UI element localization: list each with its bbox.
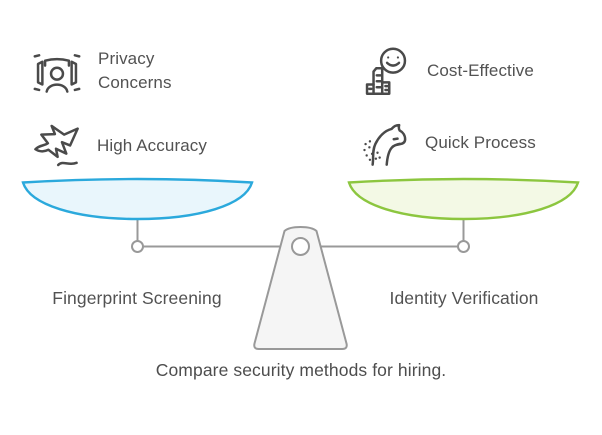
- feature-label: Cost-Effective: [427, 61, 534, 80]
- right-pan-label: Identity Verification: [389, 288, 539, 308]
- feature-cost-effective: Cost-Effective: [360, 45, 534, 97]
- feature-label: Privacy Concerns: [98, 49, 172, 92]
- quick-cheetah-icon: [363, 123, 407, 166]
- privacy-person-icon: [33, 54, 81, 93]
- feature-high-accuracy: High Accuracy: [30, 120, 207, 172]
- left-scale-pan: [21, 177, 254, 221]
- fulcrum-pivot-ring: [291, 237, 310, 256]
- feature-label: High Accuracy: [97, 136, 207, 155]
- left-pan-label: Fingerprint Screening: [52, 288, 222, 308]
- left-pivot-ring: [131, 240, 144, 253]
- feature-label: Quick Process: [425, 133, 536, 152]
- fulcrum: [253, 225, 348, 350]
- feature-privacy-concerns: Privacy Concerns: [31, 45, 200, 97]
- feature-quick-process: Quick Process: [358, 117, 536, 169]
- accuracy-bird-icon: [34, 124, 79, 167]
- right-scale-pan: [347, 177, 580, 221]
- right-pivot-ring: [457, 240, 470, 253]
- diagram-caption: Compare security methods for hiring.: [155, 360, 447, 380]
- cost-smiley-receipt-icon: [365, 47, 407, 95]
